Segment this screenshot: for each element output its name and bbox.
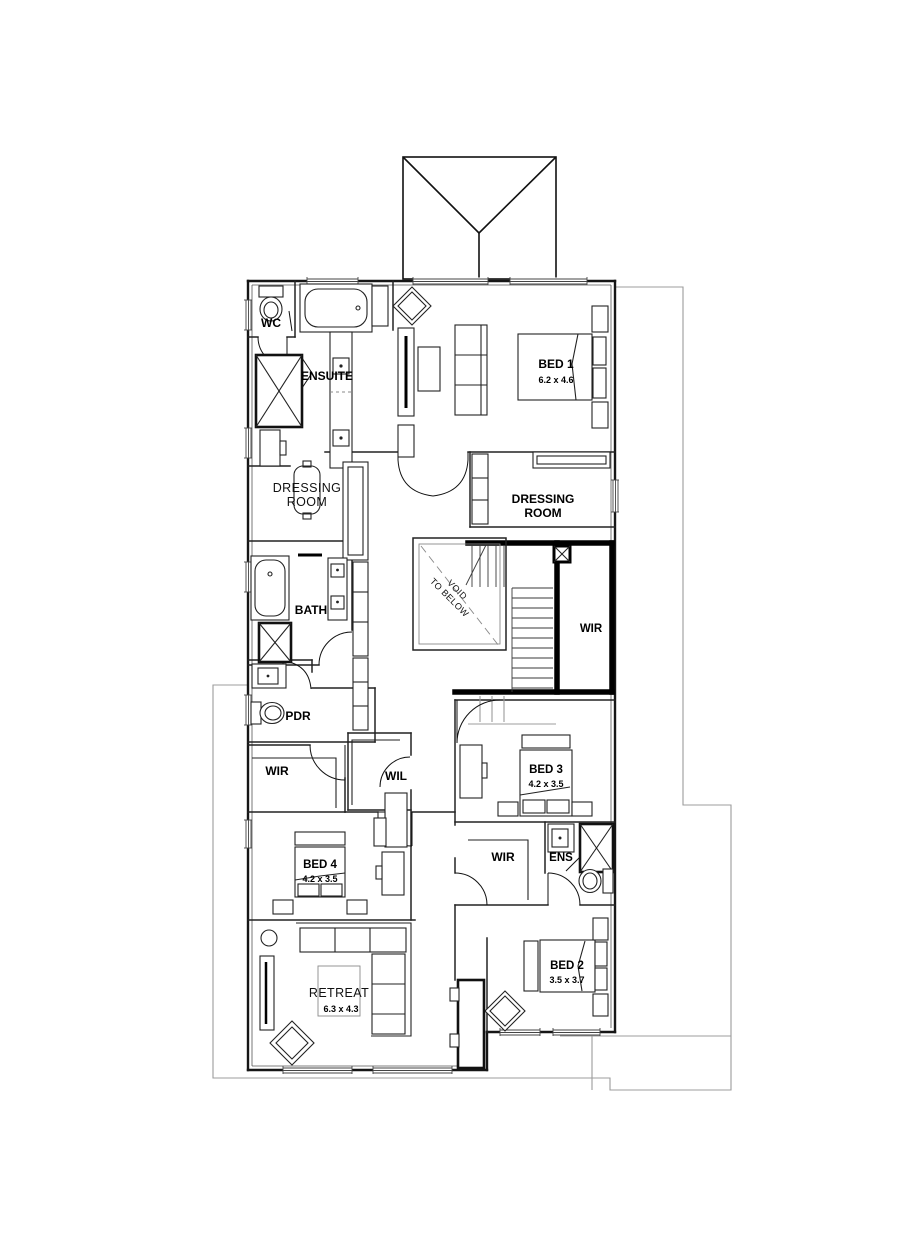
room-label-bed2: BED 2 (550, 960, 584, 972)
sofa-bed1 (454, 324, 488, 416)
armchair-diamond-bed2 (484, 990, 526, 1032)
ensuite-bathtub (299, 283, 373, 333)
room-label-bed1: BED 1 (538, 357, 574, 371)
stairs (465, 544, 556, 725)
room-label-dressing-right-2: ROOM (524, 506, 561, 520)
ens-vanity (547, 823, 575, 853)
ground-floor-outline (212, 286, 732, 1091)
hall-desk-lower (373, 817, 405, 896)
ensuite-vanity (329, 331, 353, 469)
armchair-diamond-bed1 (392, 286, 432, 326)
ensuite-shower (254, 353, 304, 429)
furniture (250, 283, 615, 1070)
room-label-retreat: RETREAT (309, 986, 369, 1000)
room-label-wir-left: WIR (265, 764, 289, 778)
room-label-wir-bed2: WIR (491, 850, 515, 864)
dressing-left-rail (293, 460, 321, 520)
room-label-bath: BATH (295, 603, 327, 617)
wir-left-shelf (252, 757, 337, 808)
room-dims-retreat: 6.3 x 4.3 (323, 1004, 358, 1014)
retreat-sofa (296, 922, 412, 1037)
dressing-left-wardrobe (342, 461, 369, 731)
roof-gable (402, 156, 557, 281)
retreat-tv-unit (259, 955, 275, 1031)
stair-thick-walls (452, 540, 615, 695)
room-label-wir-stairs: WIR (580, 623, 603, 635)
pdr-toilet (250, 701, 285, 725)
room-dims-bed4: 4.2 x 3.5 (302, 874, 337, 884)
bath-shower (257, 621, 293, 664)
room-label-bed4: BED 4 (303, 859, 337, 871)
bed3-wardrobe (459, 744, 488, 799)
bed2-bed (523, 917, 609, 1017)
retreat-rug (317, 965, 361, 1017)
room-dims-bed2: 3.5 x 3.7 (549, 975, 584, 985)
wil-shelf (351, 739, 400, 805)
retreat-wardrobe (449, 978, 486, 1070)
bath-bathtub (250, 555, 290, 621)
room-label-dressing-left-1: DRESSING (273, 481, 342, 495)
room-label-pdr: PDR (285, 709, 311, 723)
room-label-dressing-left-2: ROOM (287, 495, 328, 509)
room-label-ens: ENS (549, 852, 573, 864)
retreat-side-table (260, 929, 278, 947)
stair-void (412, 537, 556, 725)
windows (244, 277, 619, 1074)
room-dims-bed3: 4.2 x 3.5 (528, 779, 563, 789)
room-label-wc: WC (261, 316, 281, 330)
room-dims-bed1: 6.2 x 4.6 (538, 375, 573, 385)
dressing-right-wardrobe (471, 451, 611, 525)
ens-toilet (578, 868, 614, 894)
bed3-bed (497, 734, 593, 817)
ensuite-lower-cabinet (259, 429, 287, 467)
bath-vanity (327, 557, 348, 621)
bed4-bed (272, 831, 368, 915)
room-label-ensuite: ENSUITE (301, 369, 353, 383)
room-label-bed3: BED 3 (529, 764, 563, 776)
bed1-bed (517, 305, 609, 429)
pdr-vanity (251, 663, 287, 689)
coffee-table-bed1 (417, 346, 441, 392)
ensuite-mirror (397, 327, 415, 458)
wir-bed2-shelf (468, 839, 529, 900)
armchair-diamond-retreat (269, 1020, 315, 1066)
wc-toilet (258, 285, 284, 322)
ensuite-cabinet (371, 285, 389, 327)
room-label-wil: WIL (385, 769, 407, 783)
room-label-dressing-right-1: DRESSING (512, 492, 575, 506)
